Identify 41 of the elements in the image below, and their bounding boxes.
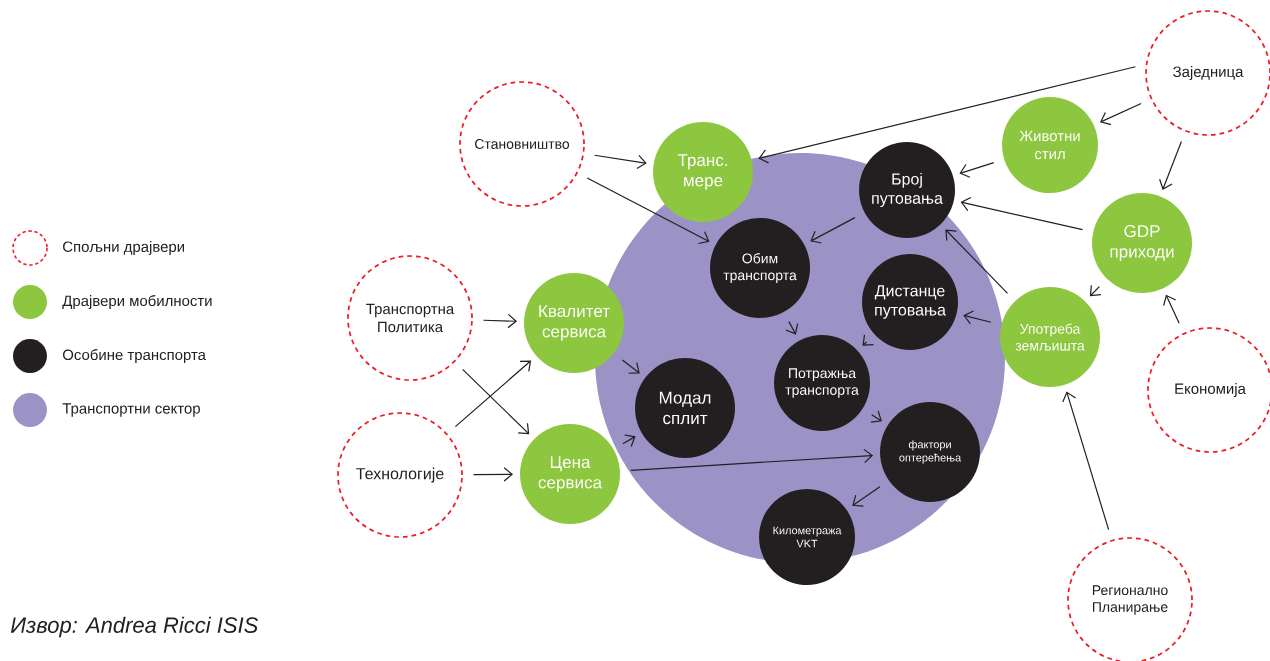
arrow [586, 177, 710, 245]
arrow [621, 359, 640, 374]
circle-node: Број путовања [859, 142, 955, 238]
arrow [454, 360, 532, 428]
arrow [960, 196, 1084, 231]
circle-node: Дистанце путовања [862, 254, 958, 350]
circle-node: GDP приходи [1092, 193, 1192, 293]
circle-node: Цена сервиса [520, 424, 620, 524]
arrow [1062, 391, 1110, 531]
arrow [630, 448, 874, 471]
arrow [594, 154, 647, 170]
legend-label: Драјвери мобилности [62, 294, 212, 310]
arrow [622, 434, 636, 448]
legend-label: Особине транспорта [63, 348, 206, 364]
arrow [758, 66, 1136, 164]
arrow [945, 229, 1009, 294]
circle-node: Потражња транспорта [774, 335, 870, 431]
circle-node: Животни стил [1002, 97, 1098, 193]
arrow [482, 313, 518, 329]
legend-label: Спољни драјвери [63, 241, 184, 255]
circle-node: Транс. мере [653, 122, 753, 222]
circle-node: Километража VKT [759, 489, 855, 585]
arrow [852, 486, 881, 507]
circle-node: Обим транспорта [710, 218, 810, 318]
arrow [810, 217, 856, 244]
circle-node: Употреба земљишта [1000, 287, 1100, 387]
arrow [472, 467, 514, 482]
arrow [959, 162, 995, 178]
arrow [1089, 284, 1102, 297]
arrow [870, 410, 883, 423]
circle-node: фактори оптерећења [880, 402, 980, 502]
arrow [462, 368, 530, 435]
legend-label: Транспортни сектор [62, 403, 200, 417]
arrow [785, 321, 799, 335]
circle-node: Модал сплит [635, 358, 735, 458]
arrow [1100, 102, 1142, 126]
arrow [1159, 140, 1182, 190]
circle-node: Квалитет сервиса [524, 273, 624, 373]
arrow [963, 310, 992, 325]
arrow [1163, 294, 1180, 324]
caption: Извор: Andrea Ricci ISIS [10, 616, 259, 638]
